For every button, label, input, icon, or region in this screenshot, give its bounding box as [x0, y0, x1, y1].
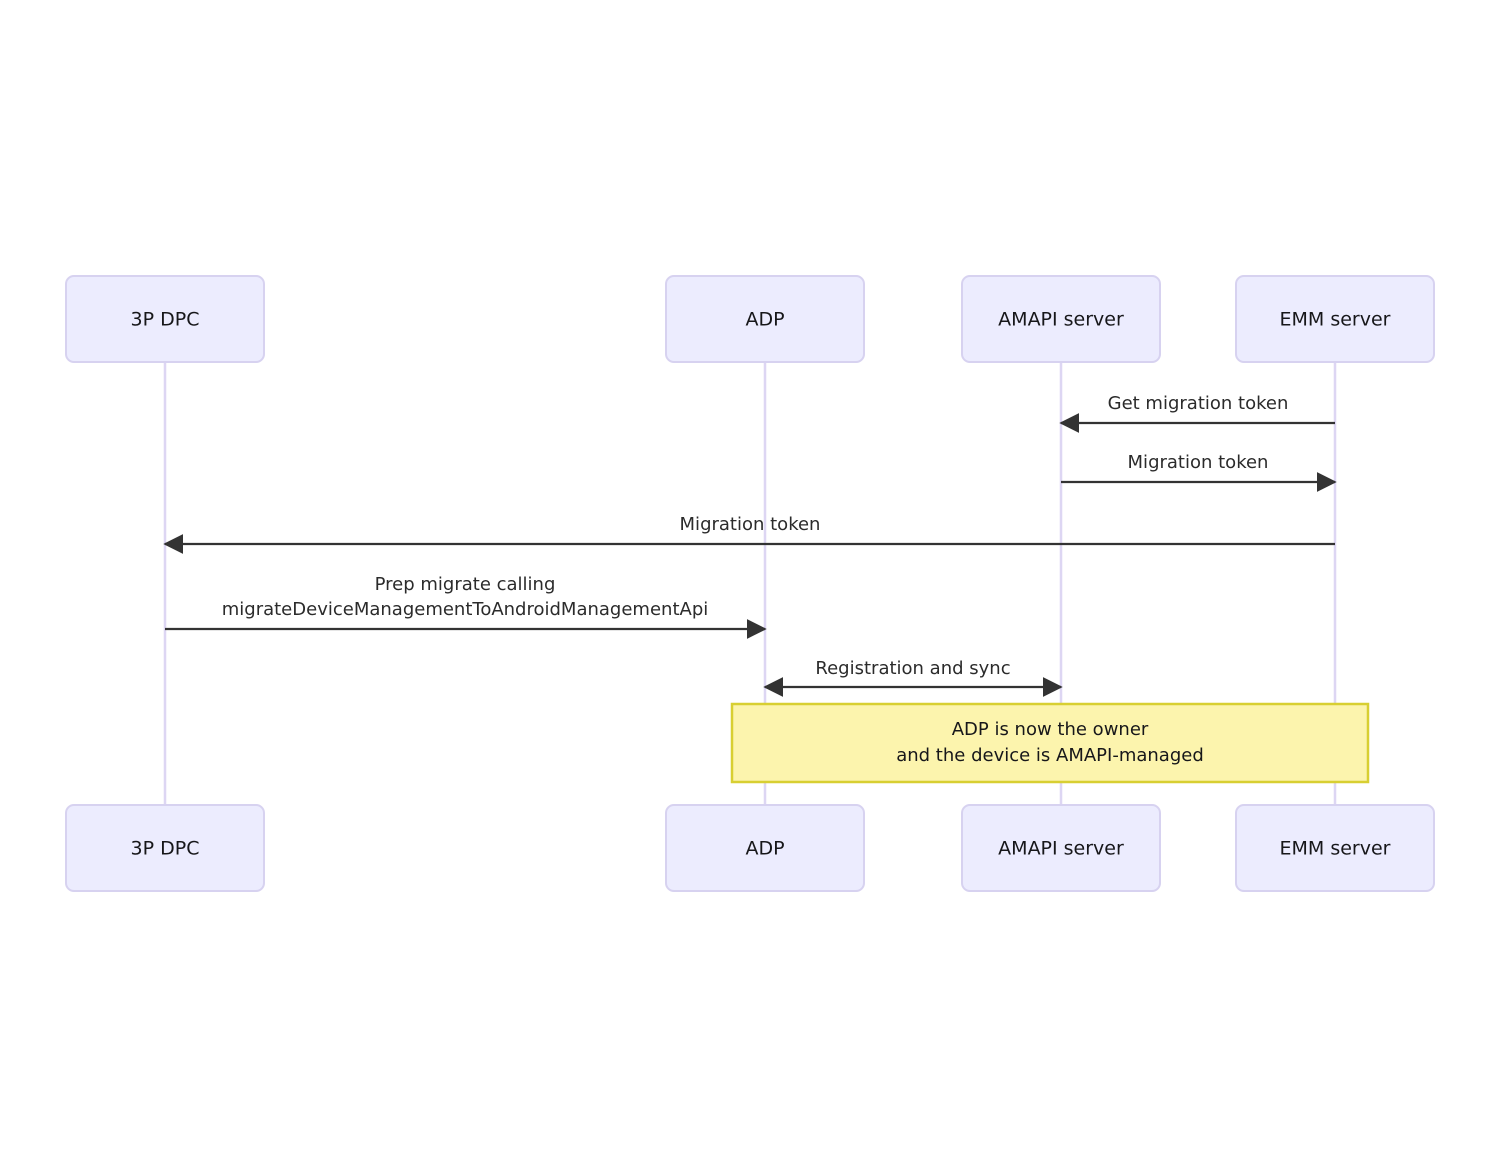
participant-amapi-top[interactable]: AMAPI server [961, 275, 1161, 363]
participant-adp-bottom[interactable]: ADP [665, 804, 865, 892]
message-label-prep-migrate-line1: Prep migrate calling [375, 574, 556, 595]
participant-label-adp-top: ADP [745, 309, 784, 331]
notes-group: ADP is now the owner and the device is AM… [730, 702, 1370, 784]
participant-label-emm-bottom: EMM server [1280, 838, 1391, 860]
note-owner-note: ADP is now the owner and the device is AM… [730, 702, 1370, 784]
note-text-owner-note-line1: ADP is now the owner [952, 719, 1149, 740]
participant-label-amapi-bottom: AMAPI server [998, 838, 1124, 860]
participant-label-dpc-bottom: 3P DPC [131, 838, 200, 860]
participant-dpc-bottom[interactable]: 3P DPC [65, 804, 265, 892]
participant-emm-top[interactable]: EMM server [1235, 275, 1435, 363]
participant-boxes-top: 3P DPC ADP AMAPI server EMM server [65, 275, 1435, 363]
note-box-owner-note [730, 702, 1370, 784]
message-get-migration-token[interactable]: Get migration token [1059, 393, 1335, 433]
message-label-migration-token-to-emm: Migration token [1128, 452, 1269, 473]
participant-emm-bottom[interactable]: EMM server [1235, 804, 1435, 892]
participant-box-emm-top [1235, 275, 1435, 363]
participant-box-adp-bottom [665, 804, 865, 892]
note-text-owner-note-line2: and the device is AMAPI-managed [896, 745, 1204, 766]
participant-dpc-top[interactable]: 3P DPC [65, 275, 265, 363]
message-migration-token-to-emm[interactable]: Migration token [1061, 452, 1337, 492]
participant-box-amapi-bottom [961, 804, 1161, 892]
message-registration-and-sync[interactable]: Registration and sync [763, 658, 1063, 697]
message-label-migration-token-to-dpc: Migration token [680, 514, 821, 535]
message-prep-migrate[interactable]: Prep migrate calling migrateDeviceManagem… [165, 574, 767, 639]
participant-box-dpc-top [65, 275, 265, 363]
participant-box-dpc-bottom [65, 804, 265, 892]
participant-adp-top[interactable]: ADP [665, 275, 865, 363]
participant-box-amapi-top [961, 275, 1161, 363]
message-label-prep-migrate-line2: migrateDeviceManagementToAndroidManageme… [222, 599, 709, 620]
participant-boxes-bottom: 3P DPC ADP AMAPI server EMM server [65, 804, 1435, 892]
message-migration-token-to-dpc[interactable]: Migration token [163, 514, 1335, 554]
participant-label-dpc-top: 3P DPC [131, 309, 200, 331]
participant-label-amapi-top: AMAPI server [998, 309, 1124, 331]
participant-box-adp-top [665, 275, 865, 363]
participant-amapi-bottom[interactable]: AMAPI server [961, 804, 1161, 892]
message-label-get-migration-token: Get migration token [1108, 393, 1289, 414]
participant-label-adp-bottom: ADP [745, 838, 784, 860]
participant-label-emm-top: EMM server [1280, 309, 1391, 331]
participant-box-emm-bottom [1235, 804, 1435, 892]
message-label-registration-and-sync: Registration and sync [815, 658, 1010, 679]
